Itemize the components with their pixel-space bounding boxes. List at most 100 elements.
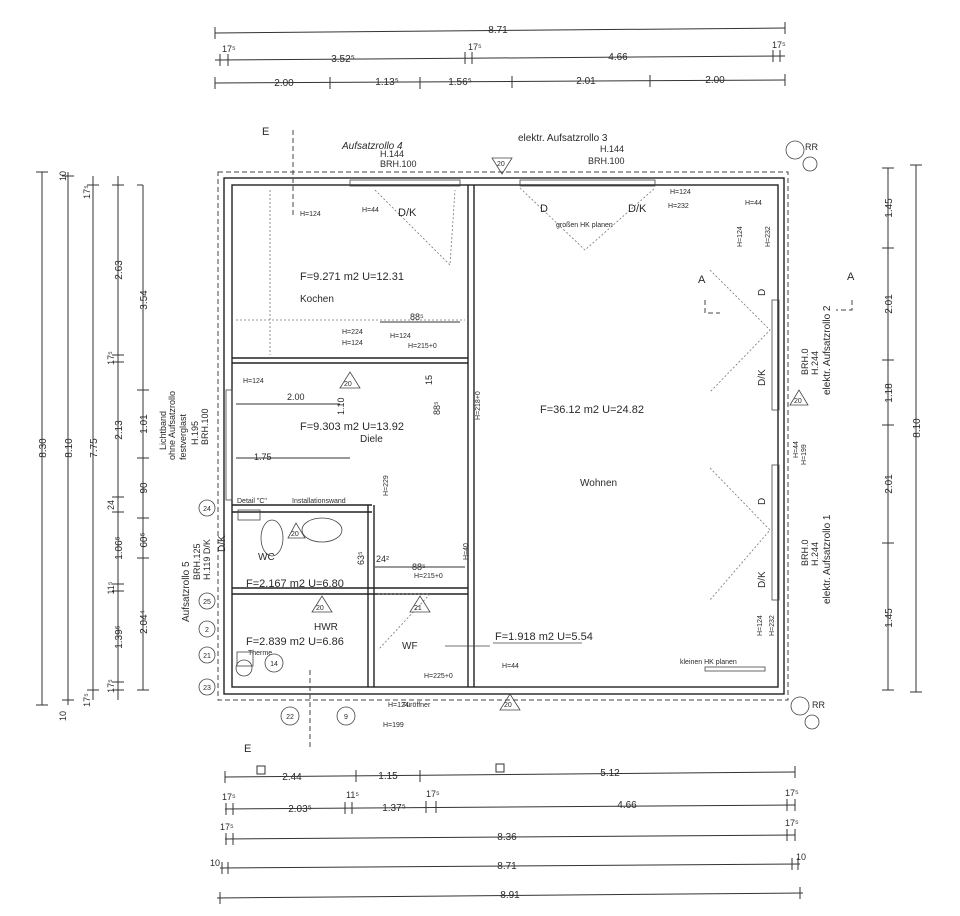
dim-label: 5.12 bbox=[600, 768, 620, 779]
lichtband-label: Lichtband bbox=[158, 411, 168, 450]
dim-label: 1.13⁵ bbox=[375, 77, 399, 88]
kochen-name: Kochen bbox=[300, 294, 334, 305]
height-label: H=124 bbox=[243, 378, 264, 385]
diele-name: Diele bbox=[360, 434, 383, 445]
section-marker: A bbox=[847, 271, 855, 283]
window-type: D/K bbox=[757, 571, 768, 588]
dim-label: 1.45 bbox=[884, 198, 895, 218]
kochen-area: F=9.271 m2 U=12.31 bbox=[300, 271, 404, 283]
dim-label: 1.45 bbox=[884, 608, 895, 628]
wc-name: WC bbox=[258, 552, 275, 563]
dim-label: 8.30 bbox=[38, 438, 49, 458]
height-label: H=232 bbox=[765, 226, 772, 247]
dim-label: 17⁵ bbox=[785, 818, 799, 828]
dim-label: 1.56⁵ bbox=[448, 77, 472, 88]
marker-label: 20 bbox=[291, 531, 299, 538]
dim-label: 1.06⁵ bbox=[114, 536, 125, 560]
inner-dim: 15 bbox=[424, 375, 434, 385]
building-walls bbox=[217, 130, 853, 750]
dim-label: 2.63 bbox=[114, 260, 125, 280]
height-label: H=124 bbox=[300, 211, 321, 218]
dim-label: 2.01 bbox=[884, 294, 895, 314]
rollo-label: BRH.0 bbox=[800, 539, 810, 566]
dim-label: 17⁵ bbox=[220, 822, 234, 832]
dim-label: 8.10 bbox=[64, 438, 75, 458]
inner-dim: 1.10 bbox=[336, 397, 346, 415]
wf-area: F=1.918 m2 U=5.54 bbox=[495, 631, 593, 643]
height-label: H=232 bbox=[769, 615, 776, 636]
rollo-label: H.144 bbox=[380, 149, 404, 159]
height-label: H=124 bbox=[388, 702, 409, 709]
dim-label: 2.44 bbox=[282, 772, 302, 783]
height-label: H=44 bbox=[745, 200, 762, 207]
rollo-label: elektr. Aufsatzrollo 2 bbox=[822, 305, 833, 395]
hwr-name: HWR bbox=[314, 622, 338, 633]
dim-label: 10 bbox=[796, 852, 806, 862]
dim-label: 17⁵ bbox=[106, 351, 116, 365]
height-label: H=215+0 bbox=[408, 343, 437, 350]
inner-dim: 88⁵ bbox=[432, 401, 442, 415]
dim-label: 2.01 bbox=[884, 474, 895, 494]
height-label: H=232 bbox=[668, 203, 689, 210]
inner-dim: 88⁵ bbox=[412, 562, 426, 572]
height-label: H=44 bbox=[793, 441, 800, 458]
lichtband-label: BRH.100 bbox=[200, 408, 210, 445]
section-marker: A bbox=[698, 274, 706, 286]
height-label: H=124 bbox=[670, 189, 691, 196]
dim-label: 11⁵ bbox=[106, 581, 116, 594]
dim-label: 17⁵ bbox=[82, 693, 92, 707]
dim-label: 10 bbox=[210, 858, 220, 868]
top-dimensions: 8.71 17⁵ 3.52⁵ 17⁵ 4.66 17⁵ 2.00 1.13⁵ 1… bbox=[214, 22, 786, 89]
dim-label: 4.66 bbox=[608, 52, 628, 63]
dim-label: 10 bbox=[58, 711, 68, 721]
height-label: H=224 bbox=[342, 329, 363, 336]
wf-name: WF bbox=[402, 641, 418, 652]
annotations: Aufsatzrollo 4 H.144 BRH.100 elektr. Auf… bbox=[158, 133, 833, 729]
rollo-label: Aufsatzrollo 4 bbox=[341, 141, 403, 152]
dim-label: 1.39⁵ bbox=[114, 625, 125, 649]
dim-label: 2.04⁴ bbox=[139, 610, 150, 634]
rollo-label: BRH.100 bbox=[380, 159, 417, 169]
window-type: D/K bbox=[217, 535, 228, 552]
rollo-label: H.244 bbox=[810, 542, 820, 566]
inner-dim: 63⁵ bbox=[356, 551, 366, 565]
hk-note: großen HK planen bbox=[556, 222, 613, 229]
window-type: D/K bbox=[398, 207, 417, 219]
circled-numbers: 24 25 2 21 23 14 22 9 bbox=[198, 499, 356, 726]
dim-label: 17⁵ bbox=[785, 788, 799, 798]
right-dimensions: 1.45 2.01 1.18 2.01 1.45 8.10 bbox=[882, 164, 923, 693]
dim-label: 17⁵ bbox=[106, 679, 116, 693]
feed-label: E bbox=[244, 743, 251, 755]
detail-label: Detail "C" bbox=[237, 498, 267, 505]
rr-label: RR bbox=[805, 142, 818, 152]
circled-number: 22 bbox=[286, 714, 294, 721]
height-label: H=40 bbox=[463, 543, 470, 560]
dim-label: 2.13 bbox=[114, 420, 125, 440]
marker-label: 20 bbox=[794, 398, 802, 405]
diele-area: F=9.303 m2 U=13.92 bbox=[300, 421, 404, 433]
dim-label: 2.01 bbox=[576, 76, 596, 87]
window-type: D bbox=[540, 203, 548, 215]
height-label: H=225+0 bbox=[424, 673, 453, 680]
markers: E E A A RR RR 20 20 20 21 20 20 20 24 25… bbox=[198, 126, 855, 755]
rollo-label: elektr. Aufsatzrollo 1 bbox=[822, 514, 833, 604]
dim-label: 8.71 bbox=[497, 861, 517, 872]
dim-top-overall: 8.71 bbox=[488, 25, 508, 36]
height-label: H=124 bbox=[342, 340, 363, 347]
circled-number: 21 bbox=[203, 653, 211, 660]
rollo-label: BRH.125 bbox=[192, 543, 202, 580]
window-type: D/K bbox=[757, 369, 768, 386]
dim-label: 11⁵ bbox=[346, 790, 359, 800]
dim-label: 8.91 bbox=[500, 890, 520, 901]
rollo-label: BRH.100 bbox=[588, 156, 625, 166]
rollo-label: BRH.0 bbox=[800, 348, 810, 375]
height-label: H=124 bbox=[737, 226, 744, 247]
height-label: H=199 bbox=[383, 722, 404, 729]
wc-area: F=2.167 m2 U=6.80 bbox=[246, 578, 344, 590]
room-labels: F=9.271 m2 U=12.31 Kochen F=9.303 m2 U=1… bbox=[246, 271, 644, 652]
inner-dim: 2.00 bbox=[287, 392, 305, 402]
hwr-area: F=2.839 m2 U=6.86 bbox=[246, 636, 344, 648]
wohnen-area: F=36.12 m2 U=24.82 bbox=[540, 404, 644, 416]
rollo-label: H.119 D/K bbox=[202, 539, 212, 580]
dim-label: 90 bbox=[139, 482, 150, 494]
